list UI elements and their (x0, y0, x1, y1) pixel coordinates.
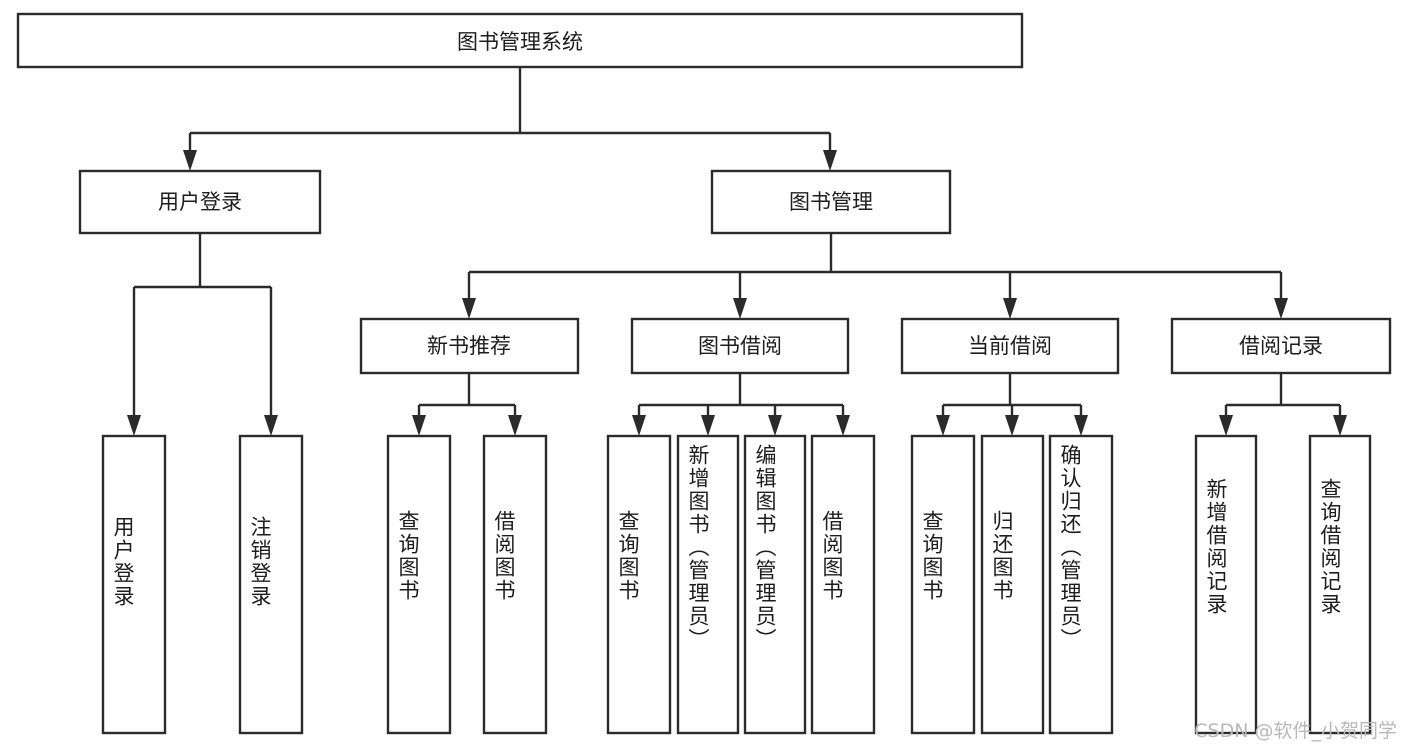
node-borrow-records[interactable] (1170, 317, 1392, 375)
label-user-login: 用户登录 (158, 190, 242, 214)
node-user-login-leaf[interactable] (101, 434, 167, 735)
label-new-book-recommend: 新书推荐 (427, 334, 511, 358)
label-book-borrow: 图书借阅 (698, 334, 782, 358)
connector-current-to-leaves (936, 373, 1088, 436)
node-recommend-query-book[interactable] (386, 434, 452, 735)
node-book-borrow[interactable] (630, 317, 850, 375)
node-new-book-recommend[interactable] (359, 317, 580, 375)
node-root[interactable] (16, 12, 1024, 69)
node-record-add[interactable] (1194, 434, 1258, 735)
node-user-login[interactable] (78, 169, 322, 235)
node-borrow-edit-book-admin[interactable] (743, 434, 807, 735)
connector-records-to-leaves (1219, 373, 1347, 436)
connector-root-to-level2 (183, 67, 837, 171)
node-record-query[interactable] (1308, 434, 1372, 735)
node-book-management[interactable] (710, 169, 952, 235)
node-recommend-borrow-book[interactable] (482, 434, 548, 735)
connector-borrow-to-leaves (632, 373, 850, 436)
label-current-borrow: 当前借阅 (968, 334, 1052, 358)
label-borrow-records: 借阅记录 (1239, 334, 1323, 358)
node-borrow-add-book-admin[interactable] (676, 434, 740, 735)
label-book-management: 图书管理 (789, 190, 873, 214)
node-borrow-borrow-book[interactable] (810, 434, 876, 735)
watermark-text: CSDN @软件_小贺同学 (1194, 720, 1397, 742)
node-borrow-query-book[interactable] (606, 434, 672, 735)
connector-recommend-to-leaves (412, 373, 522, 436)
node-current-borrow[interactable] (900, 317, 1120, 375)
label-root: 图书管理系统 (457, 30, 583, 54)
node-current-return-book[interactable] (980, 434, 1045, 735)
node-current-query-book[interactable] (910, 434, 976, 735)
node-current-confirm-return-admin[interactable] (1048, 434, 1114, 735)
connector-userlogin-to-leaves (127, 233, 278, 436)
node-user-logout-leaf[interactable] (238, 434, 304, 735)
connector-bookmgmt-to-level3 (462, 233, 1288, 319)
